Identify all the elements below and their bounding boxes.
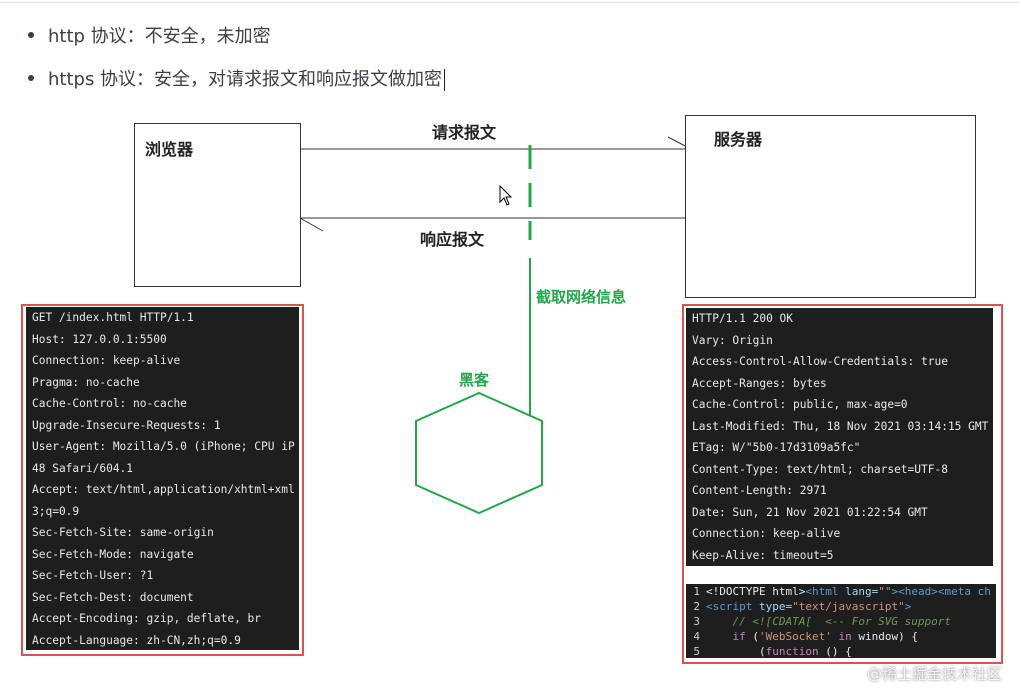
code-line: 2 <script type="text/javascript">	[686, 599, 996, 614]
code-token: window) {	[858, 630, 918, 643]
code-token: <meta ch	[937, 585, 991, 598]
code-token: <!DOCTYPE html>	[706, 585, 806, 598]
code-line: 3 // <![CDATA[ <-- For SVG support	[686, 614, 996, 629]
response-header-line: HTTP/1.1 200 OK	[692, 312, 794, 325]
response-header-line: Cache-Control: public, max-age=0	[692, 398, 908, 411]
response-header-line: Connection: keep-alive	[692, 527, 841, 540]
code-token: lang=	[845, 585, 879, 598]
server-label: 服务器	[714, 130, 763, 149]
response-body-code-panel: 1<!DOCTYPE html><html lang=""><head><met…	[686, 584, 996, 658]
server-box	[685, 115, 976, 298]
line-number: 3	[693, 615, 700, 628]
code-token: <html	[805, 585, 846, 598]
bullet-dot	[28, 75, 34, 81]
request-header-line: Accept: text/html,application/xhtml+xml	[32, 483, 295, 496]
request-header-line: 48 Safari/604.1	[32, 461, 134, 475]
code-line: 1 <!DOCTYPE html><html lang=""><head><met…	[686, 584, 996, 599]
request-header-line: Upgrade-Insecure-Requests: 1	[32, 418, 221, 432]
code-token: <head>	[898, 585, 938, 598]
response-header-line: Keep-Alive: timeout=5	[692, 548, 834, 562]
bullet-dot	[28, 32, 34, 38]
code-token: "text/javascript"	[792, 600, 905, 613]
response-header-line: Date: Sun, 21 Nov 2021 01:22:54 GMT	[692, 505, 928, 519]
watermark: @稀土掘金技术社区	[866, 665, 1002, 683]
code-token: (	[745, 630, 759, 643]
response-header-line: Content-Length: 2971	[692, 484, 827, 497]
code-token	[706, 630, 733, 643]
request-header-line: Pragma: no-cache	[32, 375, 140, 389]
request-header-line: Host: 127.0.0.1:5500	[32, 332, 167, 346]
response-header-line: Last-Modified: Thu, 18 Nov 2021 03:14:15…	[692, 419, 989, 433]
code-token: if	[732, 630, 746, 643]
response-label: 响应报文	[420, 230, 485, 249]
line-number: 4	[693, 630, 700, 643]
hacker-hexagon	[415, 391, 543, 515]
code-token: >	[891, 585, 899, 598]
response-header-line: Accept-Ranges: bytes	[692, 376, 827, 390]
code-token: ""	[878, 585, 892, 598]
line-number: 5	[693, 645, 700, 658]
code-token: >	[904, 600, 912, 613]
bullet-https-text: https 协议：安全，对请求报文和响应报文做加密	[48, 69, 443, 90]
request-header-line: Accept-Encoding: gzip, deflate, br	[32, 612, 262, 625]
code-line: 4 if ('WebSocket' in window) {	[686, 629, 996, 644]
top-divider	[0, 2, 1020, 3]
request-header-line: Cache-Control: no-cache	[32, 397, 187, 410]
code-line: 5 (function () {	[686, 644, 996, 658]
intercept-label: 截取网络信息	[536, 288, 627, 306]
request-label: 请求报文	[432, 123, 497, 142]
request-header-line: Accept-Language: zh-CN,zh;q=0.9	[32, 633, 241, 647]
response-header-line: ETag: W/"5b0-17d3109a5fc"	[692, 441, 861, 454]
response-arrowhead	[299, 217, 324, 232]
code-token: (	[706, 645, 766, 658]
code-token: () {	[818, 645, 852, 658]
browser-box	[134, 123, 301, 287]
code-token: function	[765, 645, 819, 658]
response-header-line: Access-Control-Allow-Credentials: true	[692, 355, 948, 368]
mouse-cursor-icon	[499, 184, 513, 206]
response-header-line: Vary: Origin	[692, 333, 773, 347]
request-header-line: User-Agent: Mozilla/5.0 (iPhone; CPU iP	[32, 440, 295, 453]
bullet-http-text: http 协议：不安全，未加密	[48, 26, 271, 47]
code-token: 'WebSocket'	[759, 630, 832, 643]
request-header-line: Sec-Fetch-Site: same-origin	[32, 526, 214, 539]
response-header-line: Content-Type: text/html; charset=UTF-8	[692, 462, 948, 476]
line-number: 2	[693, 600, 700, 613]
bullet-https: https 协议：安全，对请求报文和响应报文做加密	[28, 65, 446, 91]
code-token: in	[831, 630, 859, 643]
text-caret	[444, 69, 446, 91]
code-token: // <![CDATA[ <-- For SVG support	[706, 615, 952, 628]
line-number: 1	[693, 585, 700, 598]
request-header-line: Sec-Fetch-User: ?1	[32, 569, 154, 582]
code-token: <script	[706, 600, 759, 613]
request-header-line: Connection: keep-alive	[32, 354, 181, 367]
request-header-line: 3;q=0.9	[32, 504, 80, 518]
hacker-label: 黑客	[459, 371, 490, 389]
browser-label: 浏览器	[145, 140, 194, 159]
request-header-line: Sec-Fetch-Mode: navigate	[32, 547, 194, 561]
request-header-line: Sec-Fetch-Dest: document	[32, 590, 194, 604]
code-token: type=	[758, 600, 793, 613]
bullet-http: http 协议：不安全，未加密	[28, 22, 271, 48]
request-header-line: GET /index.html HTTP/1.1	[32, 311, 194, 324]
